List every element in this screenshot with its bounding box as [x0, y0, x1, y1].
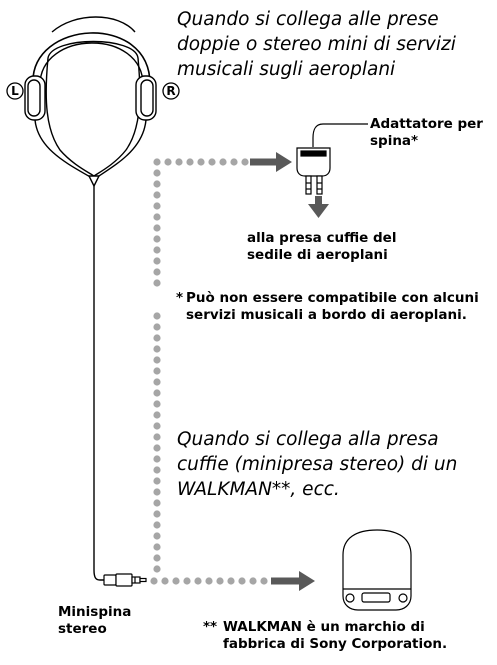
dotted-connection-path-lower	[150, 577, 268, 585]
arrow-down-icon	[308, 196, 329, 218]
right-channel-marker-icon	[162, 82, 180, 100]
footnote-walkman: ** WALKMAN è un marchio di fabbrica di S…	[203, 619, 488, 653]
footnote-walkman-marker: **	[203, 619, 218, 635]
stereo-mini-plug-icon	[103, 573, 147, 587]
section-airplane-heading: Quando si collega alle prese doppie o st…	[177, 9, 456, 80]
plug-adapter-icon	[296, 123, 368, 195]
adapter-destination-label: alla presa cuffie del sedile di aeroplan…	[247, 230, 397, 263]
right-marker-label: R	[166, 84, 176, 98]
arrow-to-adapter-icon	[250, 152, 292, 172]
footnote-adapter-marker: *	[176, 290, 184, 306]
walkman-device-icon	[342, 529, 412, 611]
headphones-icon	[24, 16, 157, 581]
left-marker-label: L	[11, 84, 19, 98]
dotted-connection-path-upper	[153, 158, 249, 573]
stereo-plug-label: Minispina stereo	[58, 604, 132, 637]
adapter-label: Adattatore per spina*	[370, 116, 483, 149]
footnote-walkman-text: WALKMAN è un marchio di fabbrica di Sony…	[223, 619, 448, 652]
section-walkman-heading: Quando si collega alla presa cuffie (min…	[177, 429, 458, 500]
arrow-to-walkman-icon	[271, 571, 315, 591]
left-channel-marker-icon	[6, 82, 24, 100]
footnote-adapter-text: Può non essere compatibile con alcuni se…	[186, 290, 479, 323]
footnote-adapter: * Può non essere compatibile con alcuni …	[176, 290, 488, 324]
